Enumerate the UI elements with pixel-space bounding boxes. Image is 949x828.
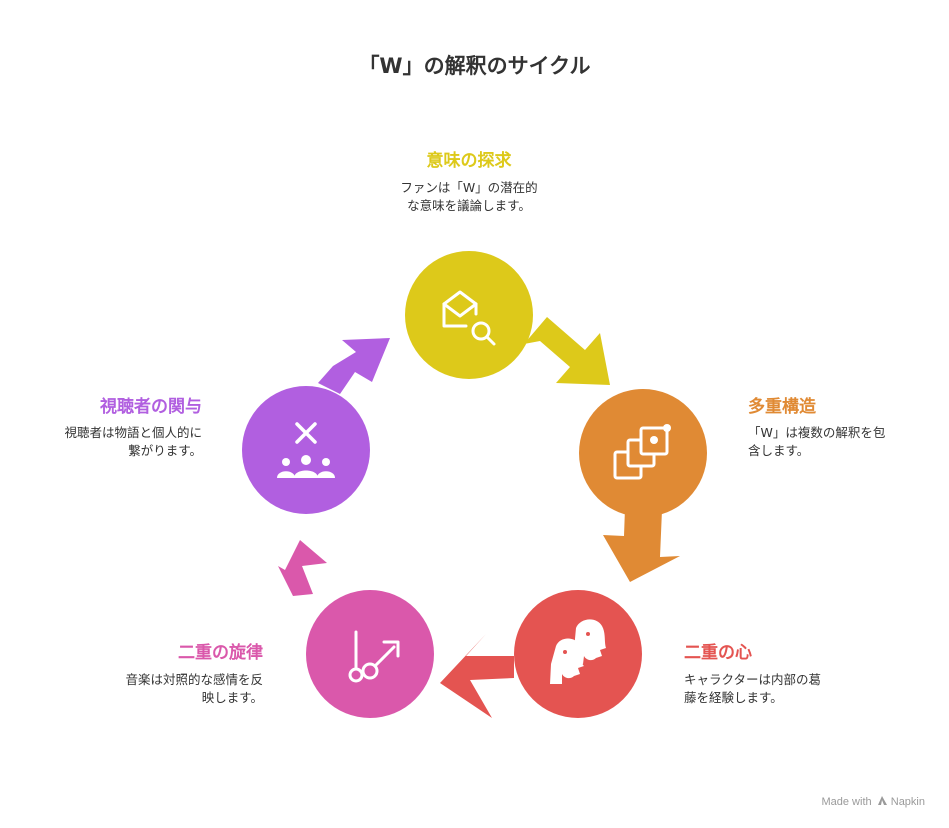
stage-circle-audience	[242, 386, 370, 514]
made-with-footer: Made with Napkin	[821, 796, 925, 808]
arrow-yellow-to-orange	[524, 317, 610, 385]
stage-desc-structure: 「W」は複数の解釈を包 含します。	[748, 424, 928, 460]
stage-desc-line: キャラクターは内部の葛	[684, 672, 822, 687]
audience-icon	[277, 422, 335, 478]
stage-desc-line: 含します。	[748, 443, 810, 458]
stage-desc-line: 視聴者は物語と個人的に	[64, 425, 202, 440]
stage-desc-audience: 視聴者は物語と個人的に 繋がります。	[20, 424, 202, 460]
stage-desc-line: 藤を経験します。	[684, 690, 783, 705]
stage-circle-meaning	[405, 251, 533, 379]
stage-desc-line: 音楽は対照的な感情を反	[125, 672, 263, 687]
stage-title-meaning: 意味の探求	[426, 151, 512, 171]
stage-desc-line: ファンは「W」の潜在的	[400, 180, 538, 195]
stage-title-melody: 二重の旋律	[178, 643, 263, 663]
stage-title-audience: 視聴者の関与	[100, 397, 202, 417]
gender-symbols-icon	[348, 630, 400, 683]
arrow-red-to-pink	[440, 634, 514, 718]
layered-squares-icon	[613, 424, 671, 480]
stage-title-mind: 二重の心	[684, 643, 752, 663]
stage-desc-meaning: ファンは「W」の潜在的 な意味を議論します。	[339, 179, 599, 215]
page-title: 「W」の解釈のサイクル	[358, 54, 591, 78]
arrow-purple-to-yellow	[318, 338, 390, 394]
napkin-logo-icon	[877, 796, 887, 808]
arrow-pink-to-purple	[278, 540, 327, 596]
napkin-brand-label: Napkin	[890, 796, 925, 808]
stage-circle-melody	[306, 590, 434, 718]
arrow-orange-to-red	[603, 508, 680, 582]
stage-desc-line: 繋がります。	[128, 443, 202, 458]
made-with-label: Made with	[821, 796, 872, 808]
envelope-search-icon	[442, 290, 496, 346]
stage-title-structure: 多重構造	[748, 397, 816, 417]
stage-desc-melody: 音楽は対照的な感情を反 映します。	[60, 671, 263, 707]
stage-desc-line: な意味を議論します。	[407, 198, 531, 213]
stage-desc-line: 映します。	[201, 690, 263, 705]
two-faces-icon	[550, 619, 606, 684]
stage-desc-mind: キャラクターは内部の葛 藤を経験します。	[684, 671, 874, 707]
stage-desc-line: 「W」は複数の解釈を包	[748, 425, 886, 440]
